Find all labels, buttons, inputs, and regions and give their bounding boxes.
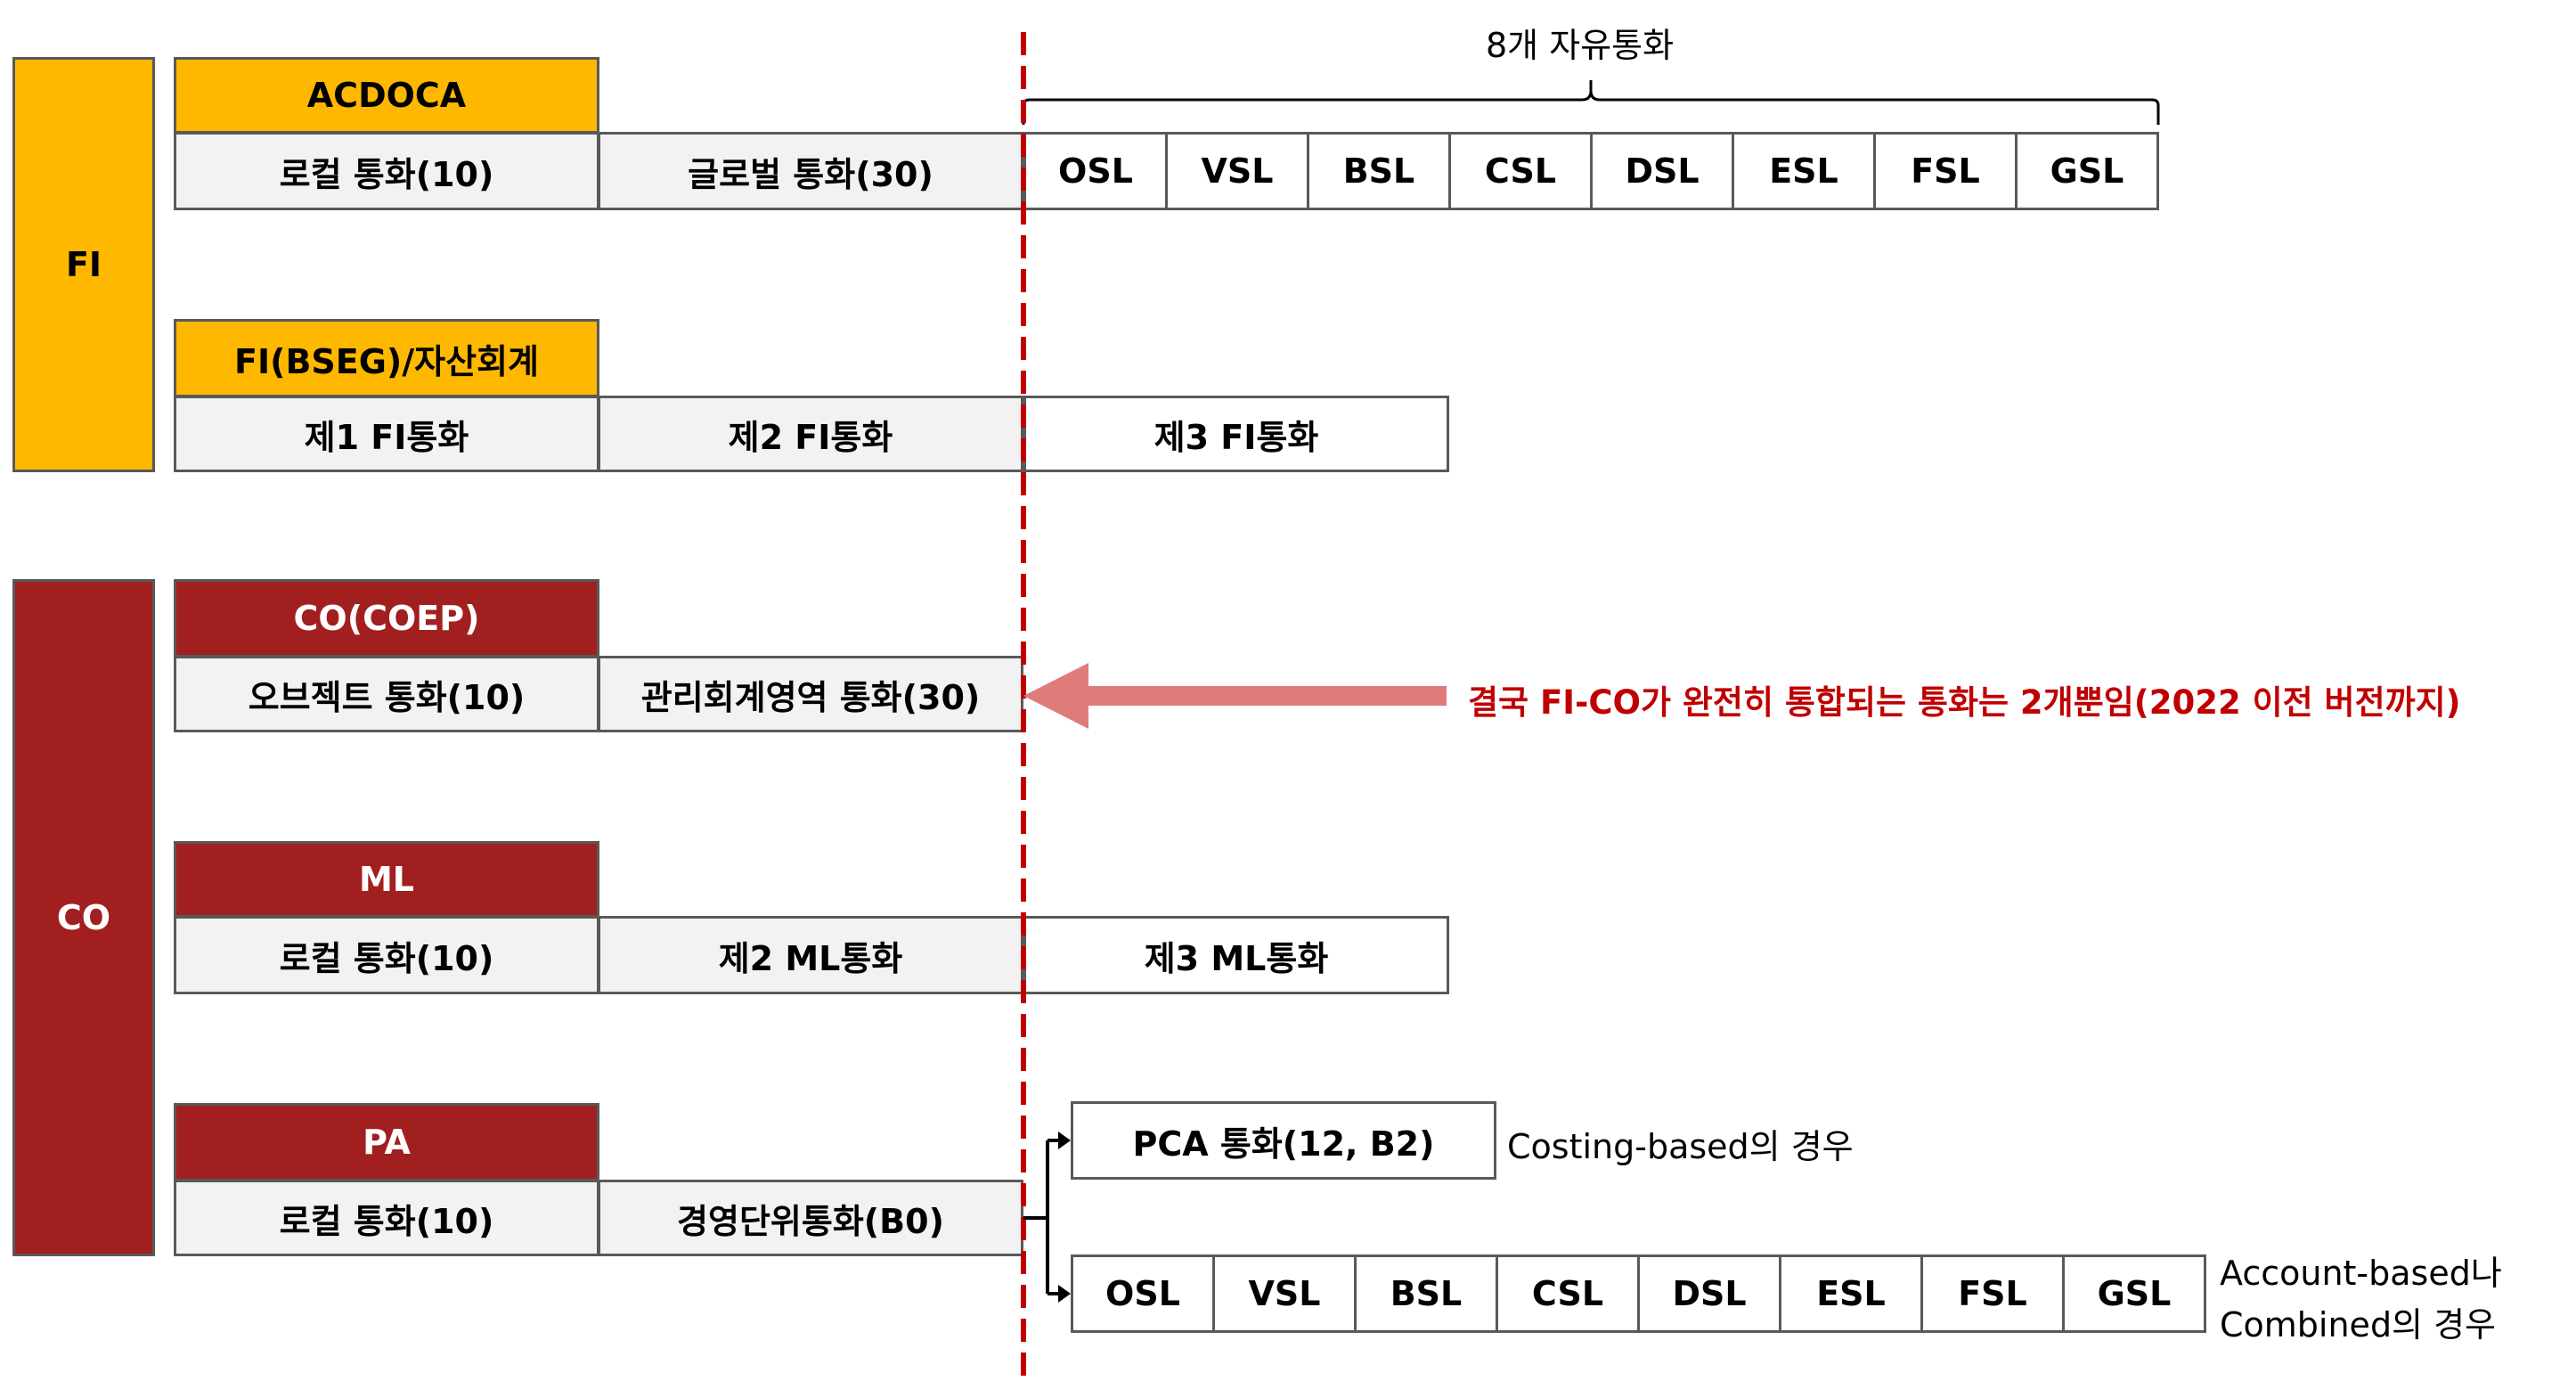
pca-note: Costing-based의 경우 [1507,1127,1854,1166]
bseg-third-currency: 제3 FI통화 [1023,396,1449,472]
pa-ledger-dsl: DSL [1637,1254,1781,1333]
acdoca-ledger-gsl: GSL [2015,132,2159,210]
acdoca-local-currency-text: 로컬 통화(10) [279,154,494,194]
co-side-label: CO [12,579,155,1256]
pa-local-currency-text: 로컬 통화(10) [279,1201,494,1241]
ledgers-note-line1: Account-based나 [2220,1254,2502,1293]
arrowhead-pca-icon [1058,1132,1071,1149]
bseg-first-currency: 제1 FI통화 [174,396,599,472]
pca-currency-text: PCA 통화(12, B2) [1132,1124,1435,1164]
bseg-header-text: FI(BSEG)/자산회계 [233,341,540,381]
acdoca-ledger-vsl: VSL [1165,132,1309,210]
acdoca-ledger-esl-text: ESL [1769,151,1838,191]
acdoca-local-currency: 로컬 통화(10) [174,132,599,210]
acdoca-ledger-csl-text: CSL [1484,151,1557,191]
coep-area-currency-text: 관리회계영역 통화(30) [640,677,981,717]
pa-ledger-fsl-text: FSL [1958,1274,2027,1313]
pa-operating-concern-currency: 경영단위통화(B0) [598,1180,1023,1256]
arrowhead-ledgers-icon [1058,1285,1071,1303]
acdoca-ledger-osl: OSL [1023,132,1168,210]
acdoca-ledger-gsl-text: GSL [2050,151,2124,191]
coep-header-text: CO(COEP) [293,599,480,638]
bseg-first-currency-text: 제1 FI통화 [304,417,469,457]
ml-local-currency: 로컬 통화(10) [174,916,599,994]
pa-ledger-vsl: VSL [1212,1254,1357,1333]
ml-local-currency-text: 로컬 통화(10) [279,938,494,978]
ml-header-text: ML [358,860,415,899]
pa-ledger-esl: ESL [1779,1254,1923,1333]
free-currencies-label: 8개 자유통화 [1486,26,1675,65]
pa-ledger-csl-text: CSL [1531,1274,1604,1313]
fi-side-text: FI [65,245,102,284]
pa-ledger-fsl: FSL [1920,1254,2065,1333]
acdoca-ledger-fsl-text: FSL [1911,151,1980,191]
bseg-second-currency: 제2 FI통화 [598,396,1023,472]
bseg-second-currency-text: 제2 FI통화 [728,417,893,457]
ml-third-currency-text: 제3 ML통화 [1144,938,1329,978]
ml-third-currency: 제3 ML통화 [1023,916,1449,994]
pa-operating-concern-currency-text: 경영단위통화(B0) [677,1201,944,1241]
co-side-text: CO [56,898,111,937]
ml-second-currency-text: 제2 ML통화 [718,938,903,978]
pa-ledger-osl-text: OSL [1105,1274,1180,1313]
acdoca-ledger-bsl-text: BSL [1342,151,1415,191]
pa-ledger-esl-text: ESL [1816,1274,1886,1313]
brace-icon [1022,80,2160,125]
acdoca-global-currency: 글로벌 통화(30) [598,132,1023,210]
pa-ledger-osl: OSL [1071,1254,1215,1333]
left-arrow-icon [1023,663,1447,729]
acdoca-ledger-dsl-text: DSL [1625,151,1700,191]
pa-branch-connector [1023,1139,1058,1295]
acdoca-ledger-vsl-text: VSL [1201,151,1274,191]
acdoca-ledger-fsl: FSL [1873,132,2018,210]
integration-note: 결국 FI-CO가 완전히 통합되는 통화는 2개뿐임(2022 이전 버전까지… [1468,683,2461,722]
coep-area-currency: 관리회계영역 통화(30) [598,656,1023,732]
pa-ledger-bsl-text: BSL [1390,1274,1463,1313]
acdoca-global-currency-text: 글로벌 통화(30) [688,154,933,194]
pa-ledger-dsl-text: DSL [1672,1274,1747,1313]
pca-currency: PCA 통화(12, B2) [1071,1101,1496,1180]
acdoca-ledger-osl-text: OSL [1058,151,1133,191]
acdoca-header-text: ACDOCA [306,76,467,115]
pa-header-text: PA [363,1123,411,1162]
pa-ledger-vsl-text: VSL [1248,1274,1321,1313]
bseg-third-currency-text: 제3 FI통화 [1153,417,1319,457]
fi-side-label: FI [12,57,155,472]
pa-ledger-gsl-text: GSL [2097,1274,2172,1313]
pa-ledger-gsl: GSL [2062,1254,2206,1333]
acdoca-ledger-dsl: DSL [1590,132,1734,210]
pa-ledger-csl: CSL [1496,1254,1640,1333]
pa-local-currency: 로컬 통화(10) [174,1180,599,1256]
acdoca-ledger-csl: CSL [1448,132,1593,210]
ledgers-note-line2: Combined의 경우 [2220,1305,2497,1344]
coep-object-currency-text: 오브젝트 통화(10) [248,677,526,717]
